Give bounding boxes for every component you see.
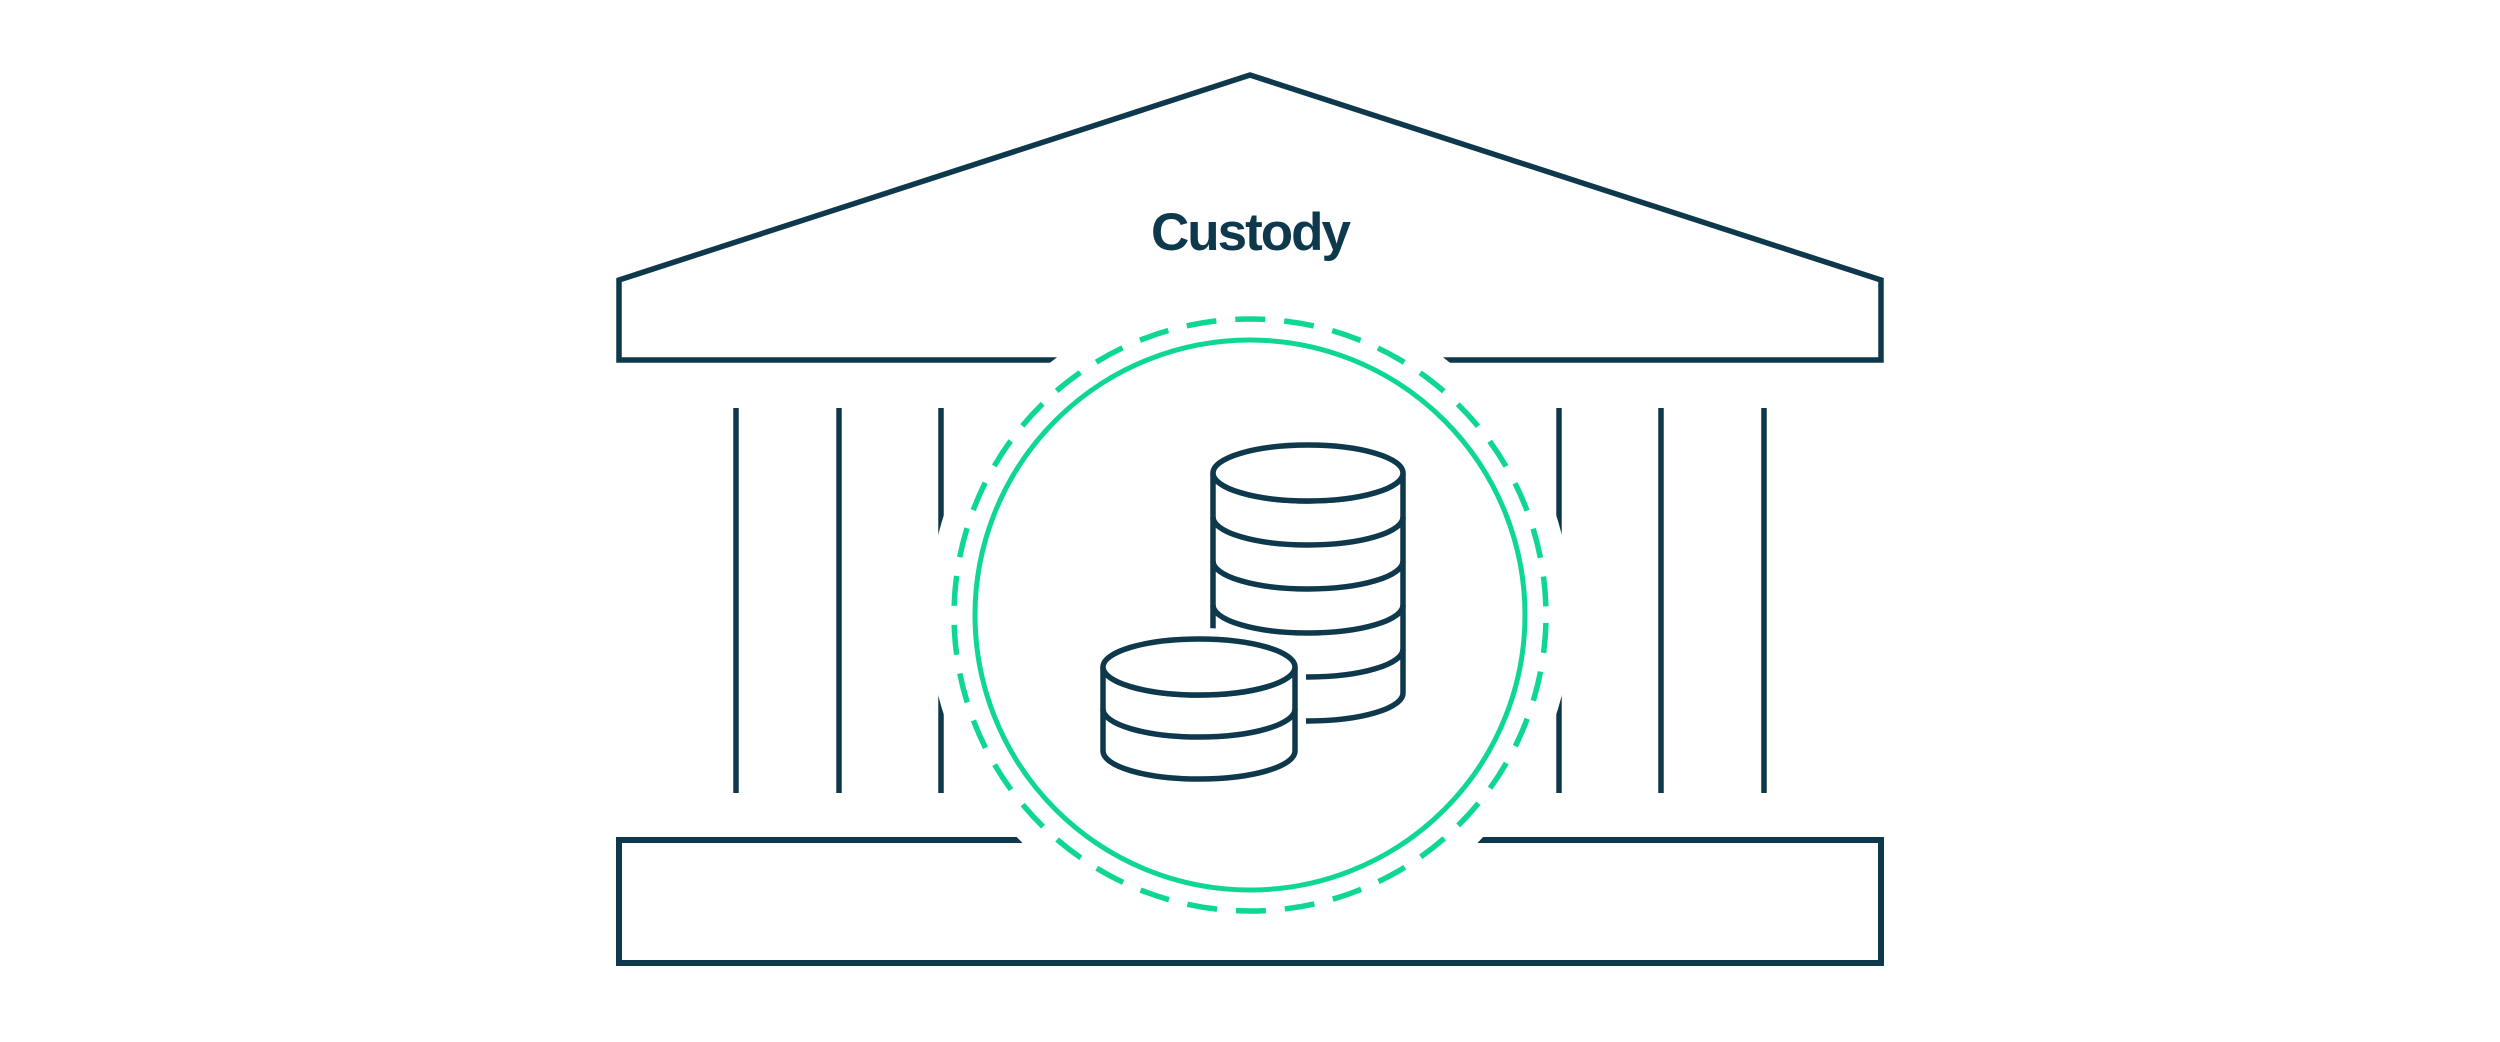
custody-title: Custody bbox=[1151, 203, 1352, 262]
coin-stacks-icon bbox=[1092, 442, 1406, 790]
building-roof bbox=[616, 72, 1884, 363]
coin-stack-front-top bbox=[1100, 636, 1298, 698]
outer-dashed-ring bbox=[951, 316, 1549, 914]
dashed-highlight-ring bbox=[951, 316, 1549, 914]
coin-stack-tall-top bbox=[1210, 442, 1406, 504]
coin-stack-tall-separators bbox=[1210, 516, 1406, 680]
coin-stack-front-separator bbox=[1100, 708, 1298, 740]
inner-solid-ring bbox=[972, 337, 1528, 893]
coin-stack-front bbox=[1100, 636, 1298, 782]
